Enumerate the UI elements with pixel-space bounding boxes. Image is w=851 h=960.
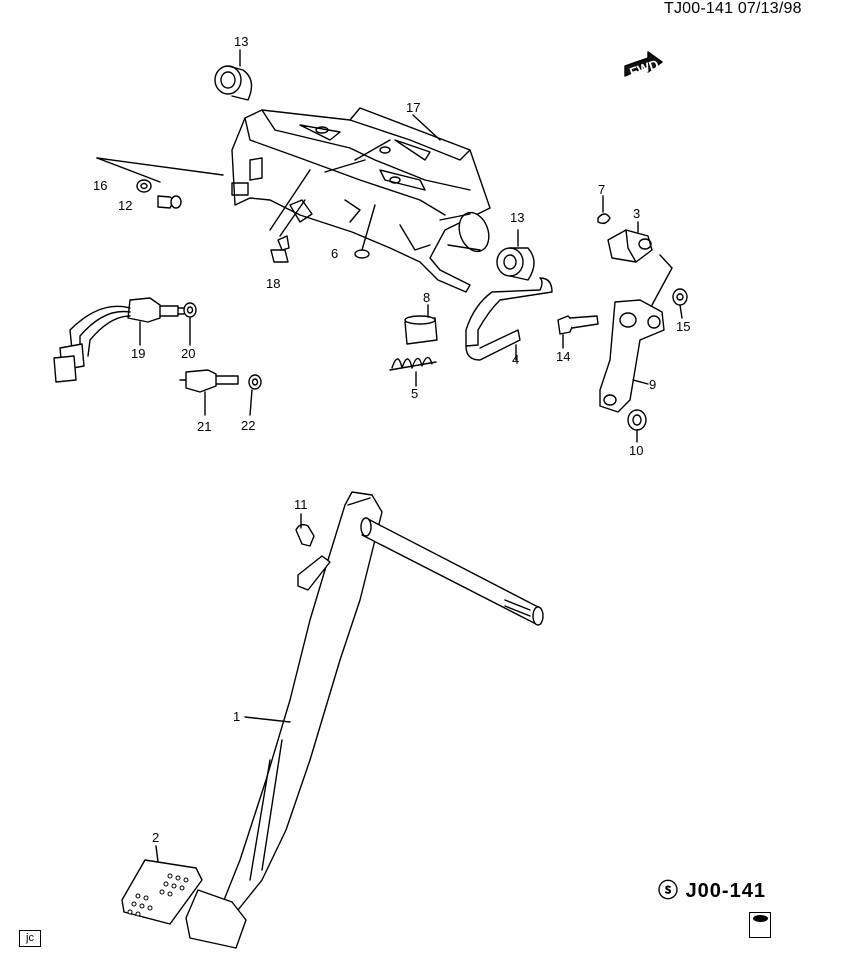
callout-1: 1 (233, 709, 240, 724)
callout-16: 16 (93, 178, 107, 193)
callout-8: 8 (423, 290, 430, 305)
pedal-pad-part-2 (121, 859, 203, 925)
callout-13a: 13 (234, 34, 248, 49)
clip-part-7 (597, 213, 611, 225)
callout-7: 7 (598, 182, 605, 197)
arm-part-9 (599, 299, 665, 413)
bushing-part-13-upper (214, 65, 253, 101)
callout-10: 10 (629, 443, 643, 458)
fwd-arrow-icon (624, 51, 663, 77)
callout-11: 11 (294, 497, 308, 512)
callout-15: 15 (676, 319, 690, 334)
switch-part-21 (179, 369, 239, 393)
gm-spo-logo (749, 912, 771, 938)
nut-part-22 (248, 374, 262, 390)
callout-2: 2 (152, 830, 159, 845)
corner-tag: jc (19, 930, 41, 947)
callout-21: 21 (197, 419, 211, 434)
callout-22: 22 (241, 418, 255, 433)
callout-14: 14 (556, 349, 570, 364)
bolt-part-14 (557, 315, 599, 335)
callout-18: 18 (266, 276, 280, 291)
nut-part-20 (183, 302, 197, 318)
callout-20: 20 (181, 346, 195, 361)
callout-4: 4 (512, 352, 519, 367)
clutch-pedal-part-1 (185, 491, 544, 949)
suzuki-s-icon: ⓢ (658, 880, 679, 902)
callout-17: 17 (406, 100, 420, 115)
pedal-bracket-part-17 (231, 107, 491, 293)
bushing-part-8 (404, 315, 438, 345)
callout-6: 6 (331, 246, 338, 261)
diagram-code-text: J00-141 (685, 880, 766, 902)
callout-19: 19 (131, 346, 145, 361)
nut-part-15 (672, 288, 688, 306)
switch-part-19 (53, 297, 187, 383)
diagram-code: ⓢ J00-141 (658, 874, 766, 903)
joint-part-3 (607, 229, 653, 263)
bolt-part-12 (157, 195, 182, 209)
spring-part-5 (389, 356, 437, 371)
bushing-part-13-lower (496, 247, 535, 281)
spring-lever-part-4 (465, 277, 553, 361)
fwd-label: FWD (628, 57, 661, 80)
callout-5: 5 (411, 386, 418, 401)
callout-9: 9 (649, 377, 656, 392)
diagram-reference-code: TJ00-141 07/13/98 (664, 0, 802, 17)
stopper-part-11 (295, 523, 315, 547)
clip-part-6 (354, 249, 370, 259)
callout-12: 12 (118, 198, 132, 213)
bolt-part-18 (270, 235, 290, 263)
callout-3: 3 (633, 206, 640, 221)
callout-13b: 13 (510, 210, 524, 225)
nut-part-16 (136, 179, 152, 193)
bushing-part-10 (627, 409, 647, 431)
